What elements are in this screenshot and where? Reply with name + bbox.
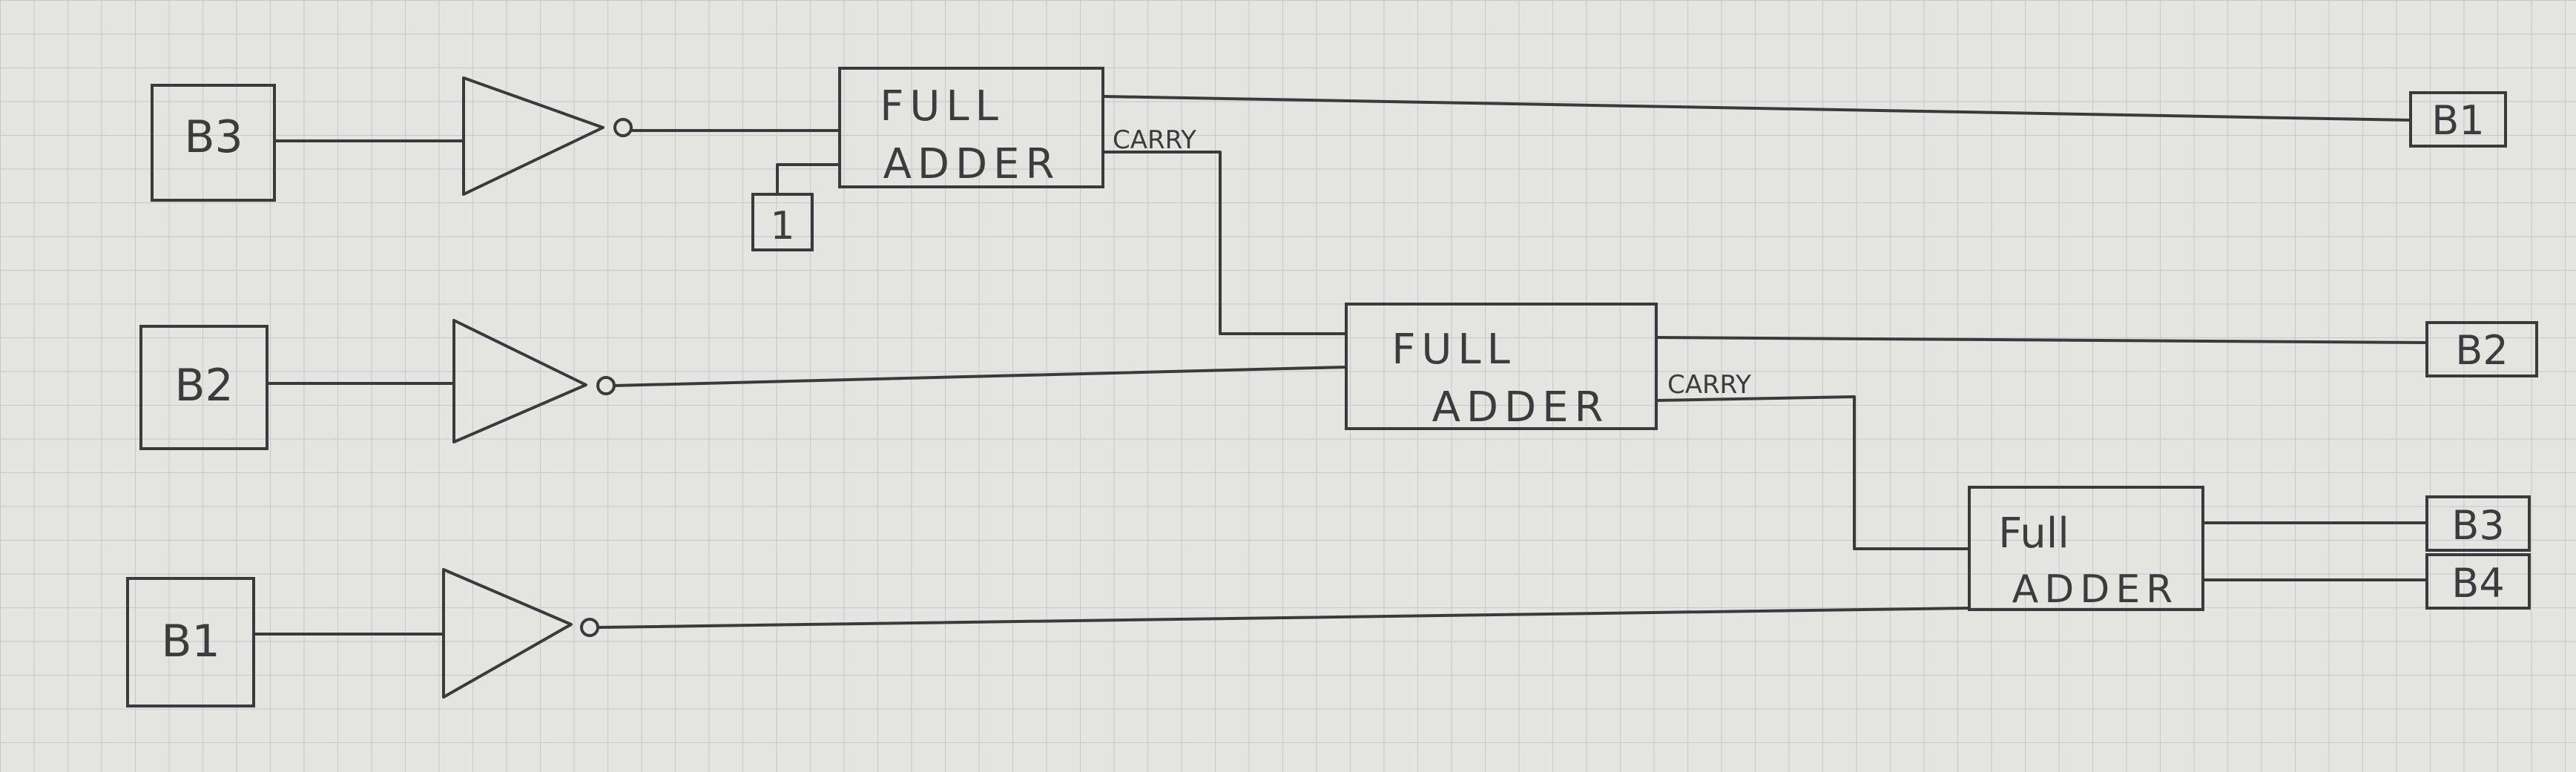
- input-b3-label: B3: [184, 111, 243, 163]
- full-adder-1-carry-label: CARRY: [1113, 125, 1196, 155]
- full-adder-1: FULL ADDER CARRY: [838, 67, 1196, 188]
- wire-sum-to-out-b2: [1655, 336, 2428, 344]
- input-b1: B1: [126, 577, 255, 707]
- input-b3: B3: [151, 84, 276, 202]
- full-adder-1-line2: ADDER: [883, 140, 1061, 188]
- output-b1-label: B1: [2431, 97, 2484, 144]
- full-adder-2: FULL ADDER CARRY: [1345, 303, 1751, 432]
- full-adder-2-line1: FULL: [1391, 326, 1516, 374]
- output-b2-label: B2: [2455, 327, 2508, 374]
- constant-one: 1: [751, 163, 841, 251]
- full-adder-2-line2: ADDER: [1432, 383, 1610, 432]
- not-gate-b3: [273, 76, 841, 196]
- output-b1: B1: [2409, 91, 2507, 148]
- wire-carry-2: [1655, 395, 1971, 550]
- input-b2: B2: [139, 325, 269, 450]
- full-adder-3: Full ADDER: [1968, 486, 2204, 612]
- output-b3: B3: [2425, 495, 2531, 552]
- wire-sum-to-out-b1: [1101, 95, 2412, 122]
- full-adder-3-line1: Full: [1998, 509, 2069, 558]
- input-b2-label: B2: [174, 360, 233, 412]
- output-b3-label: B3: [2451, 502, 2504, 549]
- not-gate-b1: [252, 568, 1971, 699]
- full-adder-2-carry-label: CARRY: [1667, 370, 1751, 400]
- input-b1-label: B1: [161, 616, 220, 667]
- wire-carry-1: [1101, 151, 1348, 335]
- full-adder-1-line1: FULL: [880, 82, 1004, 131]
- output-b2: B2: [2425, 321, 2538, 377]
- output-b4-label: B4: [2451, 560, 2504, 607]
- full-adder-3-line2: ADDER: [2012, 567, 2179, 612]
- not-gate-b2: [266, 319, 1348, 443]
- output-b4: B4: [2425, 553, 2531, 610]
- constant-one-label: 1: [770, 204, 794, 248]
